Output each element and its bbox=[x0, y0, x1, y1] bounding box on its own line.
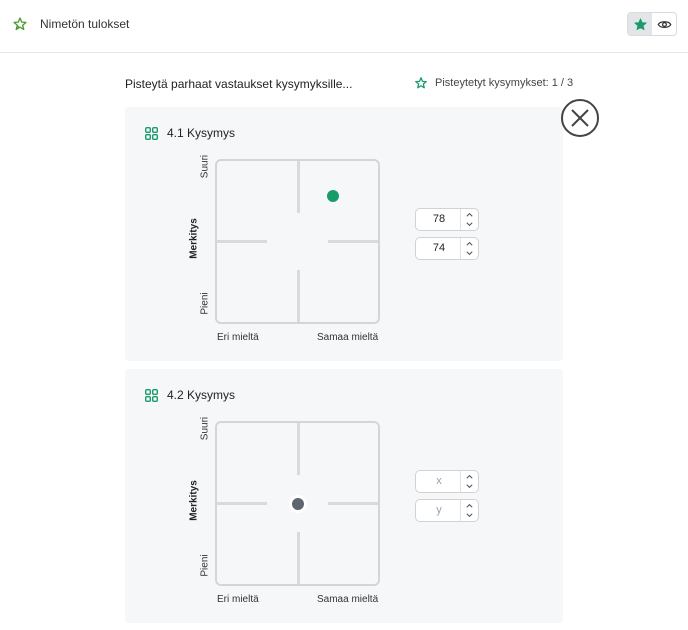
x-axis-left-label: Eri mieltä bbox=[217, 594, 259, 605]
chevron-up-icon[interactable] bbox=[465, 239, 474, 248]
grid-line bbox=[297, 532, 300, 584]
intro-text: Pisteytä parhaat vastaukset kysymyksille… bbox=[125, 77, 353, 91]
question-card-4-1: 4.1 Kysymys Suuri Merkitys Pieni Eri mie… bbox=[125, 107, 563, 361]
chevron-up-icon[interactable] bbox=[465, 210, 474, 219]
y-value-stepper[interactable]: 74 bbox=[415, 237, 479, 260]
star-icon bbox=[633, 17, 647, 30]
x-value[interactable]: x bbox=[436, 475, 442, 487]
grid-line bbox=[328, 240, 378, 243]
y-value[interactable]: y bbox=[436, 504, 442, 516]
chevron-up-icon[interactable] bbox=[465, 501, 474, 510]
chevron-up-icon[interactable] bbox=[465, 472, 474, 481]
chevron-down-icon[interactable] bbox=[465, 220, 474, 229]
stepper-arrows bbox=[460, 471, 478, 492]
scoring-grid[interactable] bbox=[215, 421, 380, 586]
question-header: 4.1 Kysymys bbox=[145, 126, 235, 140]
question-card-4-2: 4.2 Kysymys Suuri Merkitys Pieni Eri mie… bbox=[125, 369, 563, 623]
progress-indicator: Pisteytetyt kysymykset: 1 / 3 bbox=[414, 76, 573, 90]
grid-line bbox=[297, 423, 300, 475]
grid-line bbox=[217, 502, 267, 505]
y-axis-name: Merkitys bbox=[188, 480, 200, 521]
view-toggle bbox=[627, 12, 677, 36]
matrix-icon bbox=[145, 126, 158, 140]
preview-mode-button[interactable] bbox=[652, 13, 676, 35]
x-axis-left-label: Eri mieltä bbox=[217, 332, 259, 343]
question-title: 4.2 Kysymys bbox=[167, 388, 236, 402]
grid-line bbox=[328, 502, 378, 505]
question-header: 4.2 Kysymys bbox=[145, 388, 235, 402]
y-axis-bottom-label: Pieni bbox=[199, 292, 211, 315]
x-value[interactable]: 78 bbox=[432, 213, 446, 225]
eye-icon bbox=[657, 20, 671, 28]
star-icon bbox=[415, 77, 427, 89]
y-axis-name: Merkitys bbox=[188, 218, 200, 259]
stepper-arrows bbox=[460, 238, 478, 259]
chevron-down-icon[interactable] bbox=[465, 511, 474, 520]
grid-line bbox=[297, 270, 300, 322]
y-axis-bottom-label: Pieni bbox=[199, 554, 211, 577]
stepper-arrows bbox=[460, 500, 478, 521]
chevron-down-icon[interactable] bbox=[465, 482, 474, 491]
y-axis-top-label: Suuri bbox=[199, 154, 211, 179]
top-bar: Nimetön tulokset bbox=[0, 0, 688, 53]
x-value-stepper[interactable]: x bbox=[415, 470, 479, 493]
close-button[interactable] bbox=[561, 99, 599, 137]
scoring-grid[interactable] bbox=[215, 159, 380, 324]
stepper-arrows bbox=[460, 209, 478, 230]
close-icon bbox=[571, 109, 589, 127]
progress-label: Pisteytetyt kysymykset: 1 / 3 bbox=[435, 77, 574, 89]
question-title: 4.1 Kysymys bbox=[167, 126, 236, 140]
chevron-down-icon[interactable] bbox=[465, 249, 474, 258]
x-axis-right-label: Samaa mieltä bbox=[317, 594, 379, 605]
x-axis-right-label: Samaa mieltä bbox=[317, 332, 379, 343]
matrix-icon bbox=[145, 388, 158, 402]
y-value[interactable]: 74 bbox=[432, 242, 446, 254]
y-axis-top-label: Suuri bbox=[199, 416, 211, 441]
grid-line bbox=[217, 240, 267, 243]
scoring-mode-button[interactable] bbox=[628, 13, 652, 35]
grid-line bbox=[297, 161, 300, 213]
score-marker[interactable] bbox=[326, 190, 339, 203]
page-title: Nimetön tulokset bbox=[40, 17, 130, 31]
x-value-stepper[interactable]: 78 bbox=[415, 208, 479, 231]
score-marker[interactable] bbox=[291, 497, 304, 510]
y-value-stepper[interactable]: y bbox=[415, 499, 479, 522]
star-icon bbox=[13, 17, 27, 31]
